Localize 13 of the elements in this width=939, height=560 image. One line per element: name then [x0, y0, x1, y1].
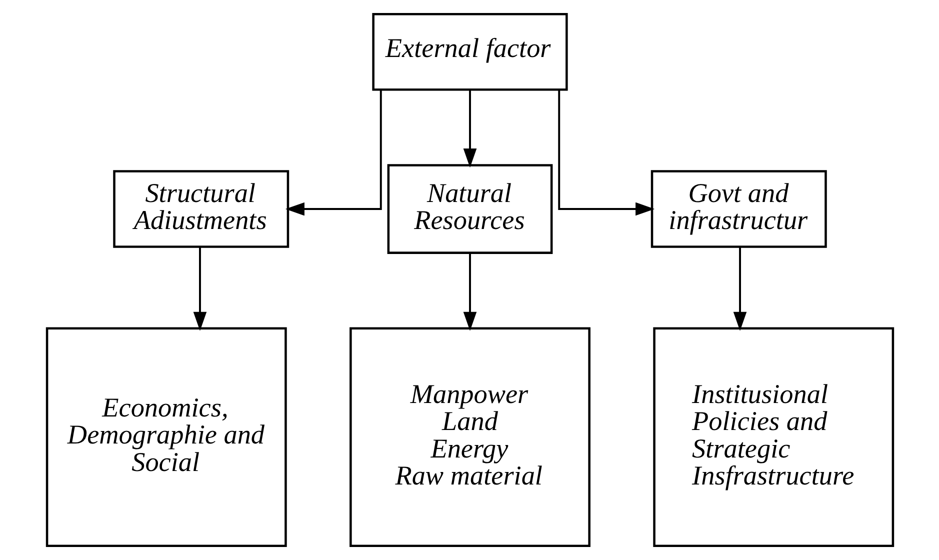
node-box: Economics, Demographie and Social	[45, 327, 286, 547]
node-box: External factor	[372, 13, 568, 91]
node-box: Natural Resources	[386, 164, 552, 254]
arrow	[732, 247, 746, 331]
arrow	[462, 252, 476, 331]
node-box: Institusional Policies and Strategic Insfrastructure	[652, 327, 894, 547]
arrow	[192, 247, 206, 331]
node-box: Manpower Land Energy Raw material	[349, 327, 590, 547]
arrow	[462, 90, 476, 168]
node-box: Govt and infrastructur	[650, 170, 826, 248]
node-box: Structural Adiustments	[112, 170, 289, 248]
arrow	[284, 90, 382, 216]
arrow	[558, 90, 654, 216]
